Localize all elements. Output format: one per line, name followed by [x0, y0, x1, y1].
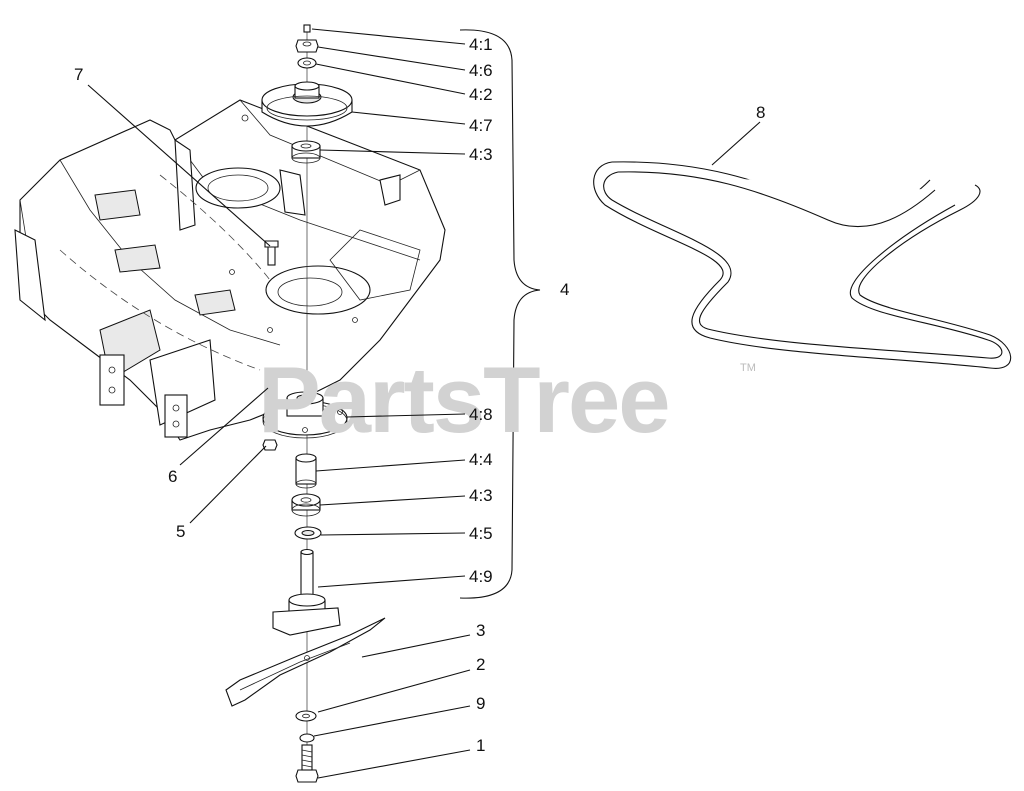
watermark: PartsTree [258, 347, 669, 452]
lower-bearing [291, 493, 321, 517]
blade-lock-washer [299, 733, 315, 743]
deck-bolt [264, 240, 279, 266]
callout-2: 2 [476, 655, 485, 674]
spindle-housing [262, 391, 348, 439]
callout-4-6: 4:6 [469, 61, 493, 80]
leader-lines [87, 28, 761, 779]
callout-4-2: 4:2 [469, 85, 493, 104]
drive-belt [593, 161, 1012, 369]
blade-washer [295, 710, 317, 722]
spindle-shaft [272, 548, 341, 636]
washer [297, 57, 317, 69]
callout-4-9: 4:9 [469, 567, 493, 586]
group-brace [459, 29, 541, 599]
spindle-assembly [225, 24, 386, 783]
spacer [295, 453, 317, 489]
callout-5: 5 [176, 522, 185, 541]
callout-7: 7 [74, 65, 83, 84]
callout-4: 4 [560, 280, 569, 299]
lock-washer [264, 381, 276, 389]
callout-9: 9 [476, 694, 485, 713]
pulley [261, 81, 353, 127]
blade-bolt [295, 744, 319, 783]
seal [294, 526, 322, 540]
callout-8: 8 [756, 103, 765, 122]
grease-fitting [303, 24, 311, 33]
mower-deck [14, 99, 446, 441]
mower-blade [225, 617, 386, 707]
callout-4-1: 4:1 [469, 35, 493, 54]
callout-4-8: 4:8 [469, 405, 493, 424]
upper-bearing [291, 140, 321, 164]
callout-4-7: 4:7 [469, 116, 493, 135]
callout-6: 6 [168, 467, 177, 486]
flange-nut [262, 439, 278, 451]
spindle-nut [295, 39, 319, 53]
callout-3: 3 [476, 621, 485, 640]
callout-4-4: 4:4 [469, 450, 493, 469]
callout-4-5: 4:5 [469, 524, 493, 543]
watermark-trademark: TM [740, 362, 756, 374]
callout-4-3-bottom: 4:3 [469, 486, 493, 505]
callout-1: 1 [476, 736, 485, 755]
callout-4-3-top: 4:3 [469, 145, 493, 164]
